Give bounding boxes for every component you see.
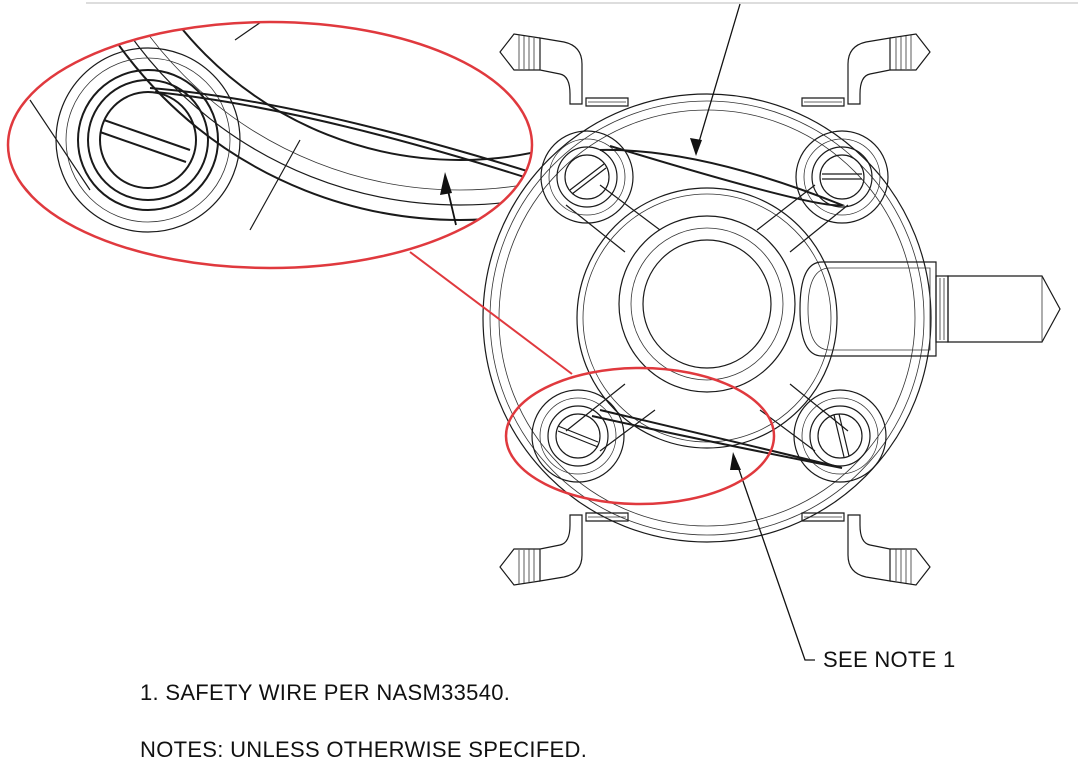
safety-wire-top [599, 145, 846, 207]
bolt-bottom-right [793, 389, 887, 483]
safety-wire-bottom [591, 409, 843, 469]
fitting-top-left [499, 33, 629, 107]
source-highlight-ellipse [504, 366, 776, 506]
hub-bore [618, 215, 796, 393]
note-1-text: 1. SAFETY WIRE PER NASM33540. [140, 680, 511, 705]
fitting-top-right [801, 33, 931, 107]
see-note-label: SEE NOTE 1 [823, 647, 956, 672]
notes-header: NOTES: UNLESS OTHERWISE SPECIFED. [140, 737, 588, 762]
bolt-bottom-left [531, 389, 625, 483]
leader-see-note [730, 452, 815, 661]
fitting-bottom-right [801, 512, 931, 586]
zoom-connector [409, 251, 573, 375]
side-port [799, 261, 1061, 357]
fitting-bottom-left [499, 512, 629, 586]
bolt-top-left [540, 130, 634, 224]
zoom-highlight-ellipse [6, 20, 534, 270]
bolt-top-right [795, 130, 889, 224]
leader-top [690, 3, 741, 156]
flange-assembly [482, 93, 1061, 543]
detail-zoom [8, 22, 532, 268]
hub-outer [576, 187, 838, 449]
